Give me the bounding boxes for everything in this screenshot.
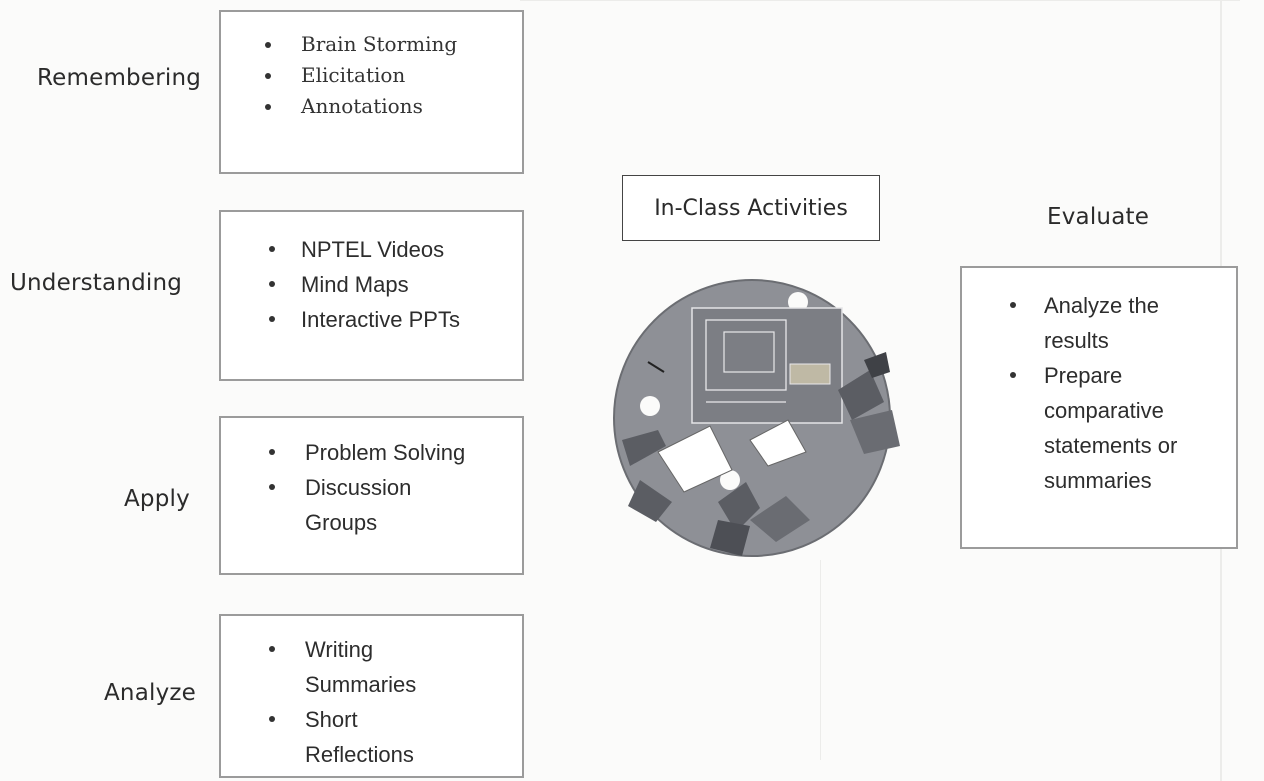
- list-item-text: Brain Storming: [301, 32, 458, 56]
- level-label-understanding: Understanding: [10, 270, 183, 296]
- arm-shape: [622, 430, 666, 466]
- arm-shape: [710, 520, 750, 556]
- classroom-table-illustration: [613, 279, 900, 557]
- understanding-activities-box: NPTEL Videos Mind Maps Interactive PPTs: [219, 210, 524, 381]
- understanding-activities-list: NPTEL Videos Mind Maps Interactive PPTs: [221, 232, 522, 337]
- evaluate-label: Evaluate: [1047, 204, 1150, 230]
- apply-activities-list: Problem Solving Discussion Groups: [221, 435, 522, 540]
- list-item: Mind Maps: [221, 267, 522, 302]
- remembering-activities-list: Brain Storming Elicitation Annotations: [221, 29, 522, 122]
- paper-sheet: [657, 425, 733, 493]
- list-item: Interactive PPTs: [221, 302, 522, 337]
- arm-shape: [838, 370, 884, 420]
- apply-activities-box: Problem Solving Discussion Groups: [219, 416, 524, 575]
- list-item: Brain Storming: [221, 29, 522, 60]
- evaluate-activities-list: Analyze the results Prepare comparative …: [962, 288, 1236, 498]
- evaluate-activities-box: Analyze the results Prepare comparative …: [960, 266, 1238, 549]
- screen-panel: [723, 331, 775, 373]
- screen-panel: [789, 363, 831, 385]
- table-hole: [720, 470, 740, 490]
- analyze-activities-list: Writing Summaries Short Reflections: [221, 632, 522, 772]
- table-hole: [788, 292, 808, 312]
- list-item: Annotations: [221, 91, 522, 122]
- list-item: Elicitation: [221, 60, 522, 91]
- pen: [647, 361, 665, 373]
- list-item: Writing Summaries: [221, 632, 435, 702]
- arm-shape: [750, 496, 810, 542]
- list-item-text: Short Reflections: [305, 707, 414, 767]
- list-item-text: Elicitation: [301, 63, 406, 87]
- list-item: Problem Solving: [221, 435, 522, 470]
- level-label-analyze: Analyze: [104, 680, 197, 706]
- list-item: NPTEL Videos: [221, 232, 522, 267]
- level-label-remembering: Remembering: [37, 65, 202, 91]
- list-item-text: Annotations: [301, 94, 423, 118]
- list-item: Prepare comparative statements or summar…: [962, 358, 1189, 498]
- arm-shape: [864, 352, 890, 378]
- list-item-text: Interactive PPTs: [301, 307, 460, 332]
- list-item: Analyze the results: [962, 288, 1189, 358]
- analyze-activities-box: Writing Summaries Short Reflections: [219, 614, 524, 778]
- list-item: Discussion Groups: [221, 470, 435, 540]
- list-item-text: Problem Solving: [305, 440, 466, 465]
- list-item-text: NPTEL Videos: [301, 237, 445, 262]
- list-item: Short Reflections: [221, 702, 435, 772]
- arm-shape: [628, 480, 672, 522]
- in-class-activities-title: In-Class Activities: [622, 175, 880, 241]
- list-item-text: Writing Summaries: [305, 637, 417, 697]
- list-item-text: Mind Maps: [301, 272, 409, 297]
- remembering-activities-box: Brain Storming Elicitation Annotations: [219, 10, 524, 174]
- list-item-text: Discussion Groups: [305, 475, 412, 535]
- level-label-apply: Apply: [124, 486, 190, 512]
- list-item-text: Analyze the results: [1044, 293, 1159, 353]
- arm-shape: [850, 410, 900, 454]
- list-item-text: Prepare comparative statements or summar…: [1044, 363, 1178, 493]
- arm-shape: [718, 482, 760, 532]
- paper-sheet: [749, 419, 807, 467]
- screen-panel: [705, 319, 787, 391]
- table-hole: [640, 396, 660, 416]
